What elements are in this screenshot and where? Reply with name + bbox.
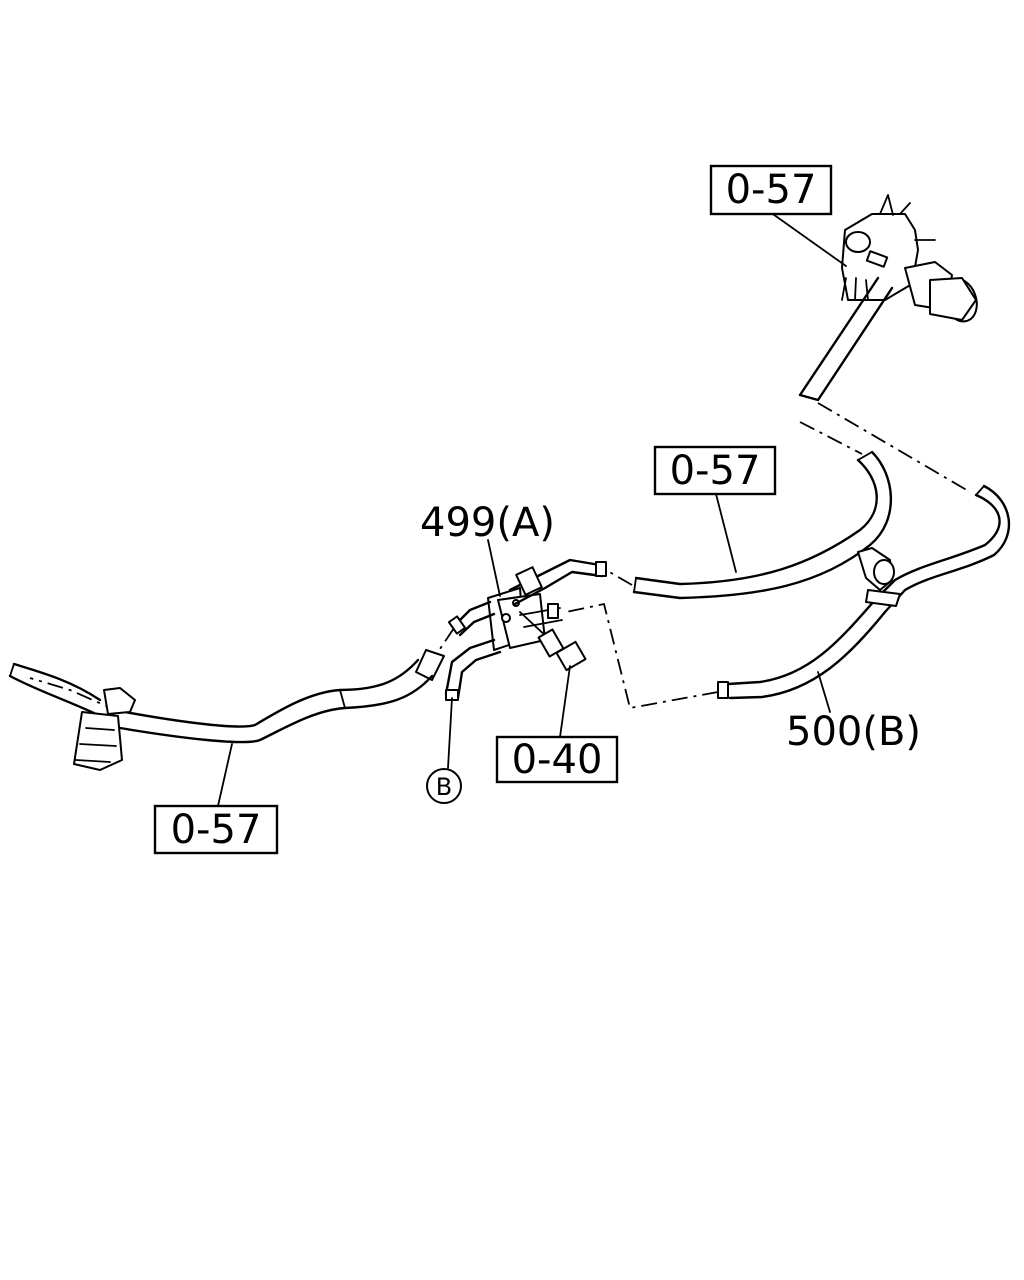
hose-500b [717, 484, 1011, 700]
hose-left-end [8, 662, 102, 716]
hose-clip-right [857, 547, 901, 607]
bolt [519, 611, 587, 672]
callout-box-middle: 0-57 [653, 445, 777, 496]
leader-b [447, 697, 453, 769]
callout-text-middle: 0-57 [670, 448, 761, 494]
leader-bolt [559, 665, 571, 738]
hose-middle [632, 450, 893, 600]
callout-text-bolt: 0-40 [512, 737, 603, 783]
dashed-link-1 [799, 421, 863, 455]
hose-left [118, 649, 445, 744]
leader-bottom-left [217, 743, 233, 807]
dashed-link-2 [817, 402, 971, 493]
dashed-link-5 [437, 627, 455, 653]
leader-500b [817, 671, 831, 713]
callout-text-bottom-left: 0-57 [171, 807, 262, 853]
leader-top [769, 211, 847, 267]
connector-b-marker: B [426, 768, 462, 804]
callout-box-top-right: 0-57 [709, 164, 833, 216]
dashed-link-4 [565, 602, 719, 710]
callout-box-bolt: 0-40 [495, 735, 619, 784]
bracket-499a [444, 558, 607, 701]
dashed-link-3 [605, 569, 633, 586]
connector-b-label: B [436, 773, 452, 801]
valve-assembly [798, 194, 978, 402]
callout-text-top-right: 0-57 [726, 167, 817, 213]
part-label-500b: 500(B) [786, 709, 921, 755]
leader-middle [715, 493, 737, 573]
hose-clamp-left [73, 687, 136, 771]
part-label-499a: 499(A) [420, 500, 555, 546]
dashed-link-6 [29, 677, 121, 713]
callout-box-bottom-left: 0-57 [153, 804, 279, 855]
leader-499a [487, 539, 501, 597]
